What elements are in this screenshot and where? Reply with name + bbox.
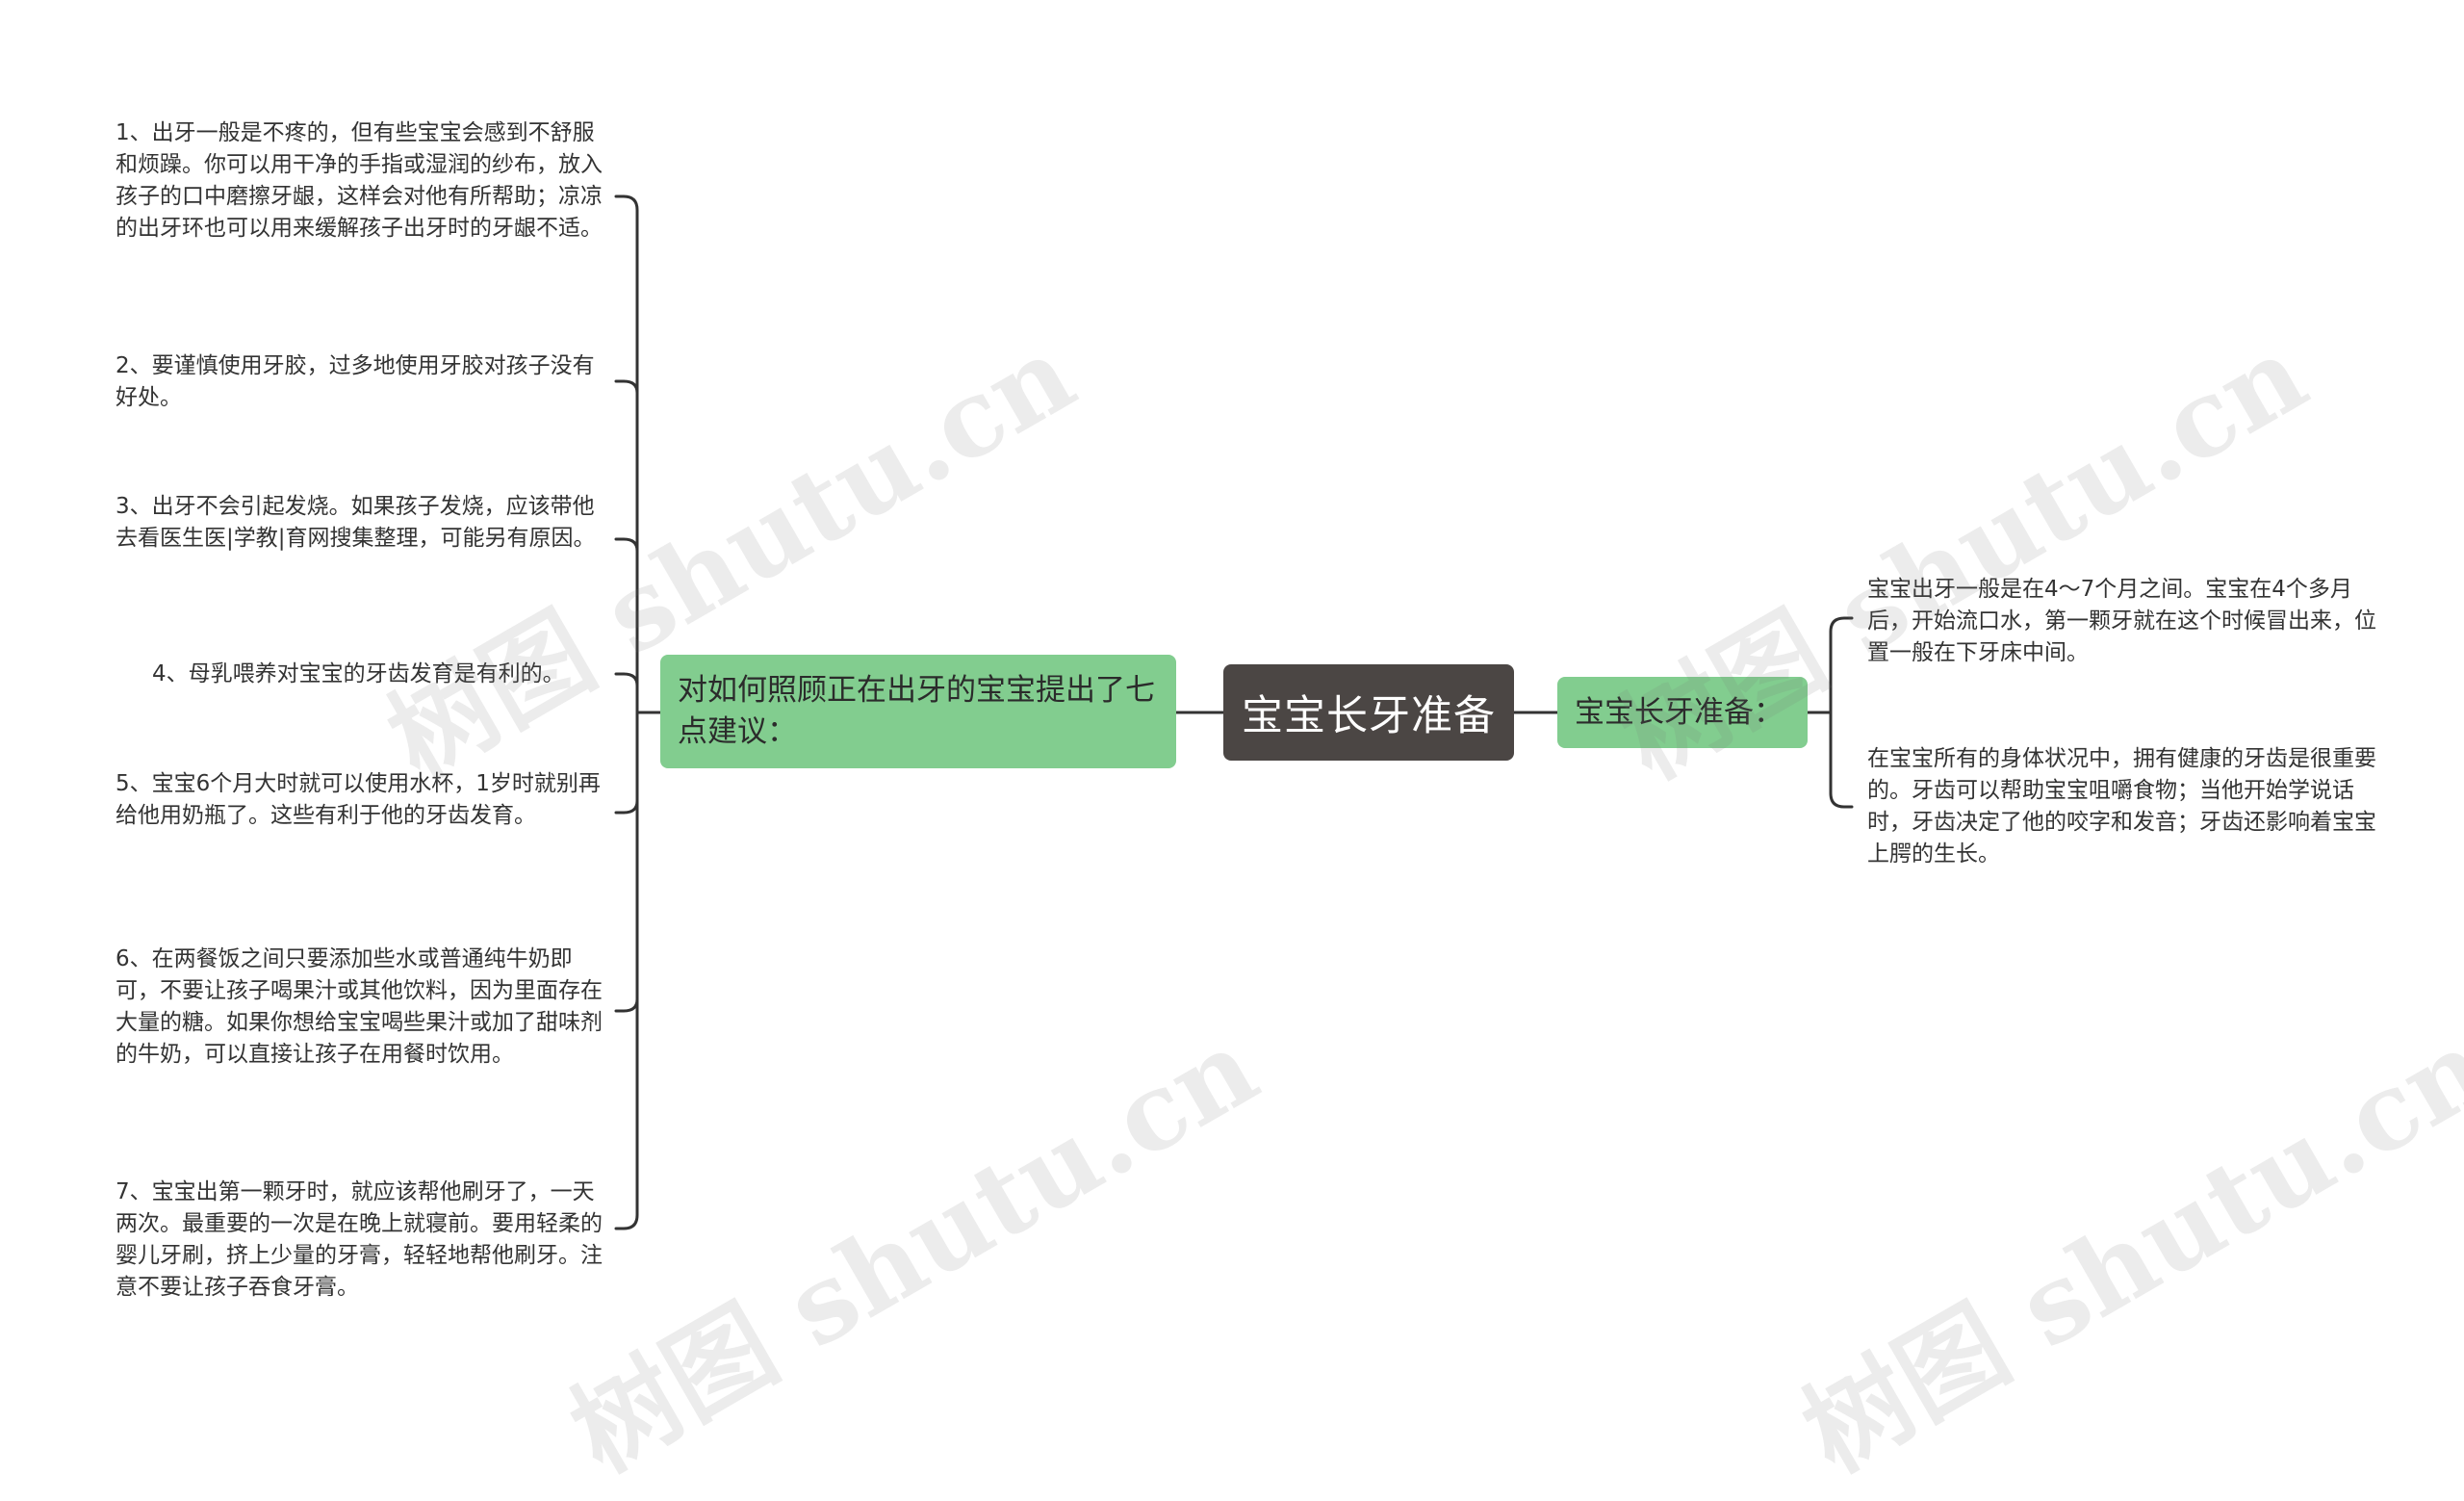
left-tick-4 [614,672,639,687]
mind-map: 宝宝长牙准备 对如何照顾正在出牙的宝宝提出了七点建议： 宝宝长牙准备： 1、出牙… [116,120,2464,1495]
left-leaf-2[interactable]: 2、要谨慎使用牙胶，过多地使用牙胶对孩子没有好处。 [116,353,595,410]
root-node[interactable]: 宝宝长牙准备 [1223,664,1514,761]
left-branch-label: 对如何照顾正在出牙的宝宝提出了七点建议： [678,673,1155,749]
right-leaf-1[interactable]: 宝宝出牙一般是在4～7个月之间。宝宝在4个多月后，开始流口水，第一颗牙就在这个时… [1867,577,2376,665]
root-label: 宝宝长牙准备 [1242,692,1496,740]
left-tick-5 [614,799,639,815]
connector-lines [614,194,1854,1230]
left-leaf-1[interactable]: 1、出牙一般是不疼的，但有些宝宝会感到不舒服和烦躁。你可以用干净的手指或湿润的纱… [116,120,603,241]
right-branch-label: 宝宝长牙准备： [1575,694,1784,730]
left-leaf-3[interactable]: 3、出牙不会引起发烧。如果孩子发烧，应该带他去看医生医|学教|育网搜集整理，可能… [116,494,596,551]
left-tick-3 [614,537,639,553]
left-leaf-6[interactable]: 6、在两餐饭之间只要添加些水或普通纯牛奶即可，不要让孩子喝果汁或其他饮料，因为里… [116,946,603,1067]
left-leaf-5[interactable]: 5、宝宝6个月大时就可以使用水杯，1岁时就别再给他用奶瓶了。这些有利于他的牙齿发… [116,771,601,828]
right-branch-node[interactable]: 宝宝长牙准备： [1557,677,1808,748]
left-tick-2 [614,379,639,395]
right-leaf-2[interactable]: 在宝宝所有的身体状况中，拥有健康的牙齿是很重要的。牙齿可以帮助宝宝咀嚼食物；当他… [1867,746,2376,867]
left-leaf-7[interactable]: 7、宝宝出第一颗牙时，就应该帮他刷牙了，一天两次。最重要的一次是在晚上就寝前。要… [116,1179,603,1300]
left-tick-6 [614,997,639,1013]
right-bracket [1829,616,1854,809]
left-leaf-4[interactable]: 4、母乳喂养对宝宝的牙齿发育是有利的。 [152,661,565,686]
left-branch-node[interactable]: 对如何照顾正在出牙的宝宝提出了七点建议： [660,655,1176,768]
left-bracket [614,194,639,1230]
